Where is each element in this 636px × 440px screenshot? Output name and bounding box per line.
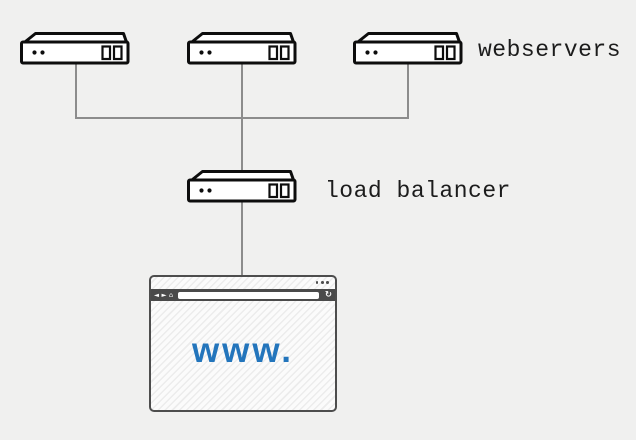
window-menu-dots-icon: [315, 281, 329, 284]
server-icon-webserver-2: [187, 32, 297, 65]
www-text: www.: [191, 330, 295, 370]
url-bar: [177, 291, 320, 299]
edge-loadbalancer-to-browser: [241, 201, 243, 276]
edge-webserver1-to-bus: [75, 63, 77, 118]
browser-window: ◄ ► ⌂ ↻ www.: [149, 275, 337, 412]
browser-content: www.: [151, 301, 335, 410]
server-icon-webserver-3: [353, 32, 463, 65]
server-icon-webserver-1: [20, 32, 130, 65]
refresh-icon: ↻: [324, 289, 332, 300]
browser-toolbar: ◄ ► ⌂ ↻: [151, 289, 335, 301]
webservers-label: webservers: [478, 37, 622, 63]
edge-webserver3-to-bus: [407, 63, 409, 118]
edge-horizontal-bus: [75, 117, 409, 119]
forward-icon: ►: [161, 290, 167, 299]
edge-webserver2-to-loadbalancer: [241, 63, 243, 170]
load-balancer-label: load balancer: [325, 178, 511, 204]
server-icon-load-balancer: [187, 170, 297, 203]
back-icon: ◄: [154, 290, 159, 299]
home-icon: ⌂: [169, 290, 174, 299]
browser-titlebar: [151, 277, 335, 289]
